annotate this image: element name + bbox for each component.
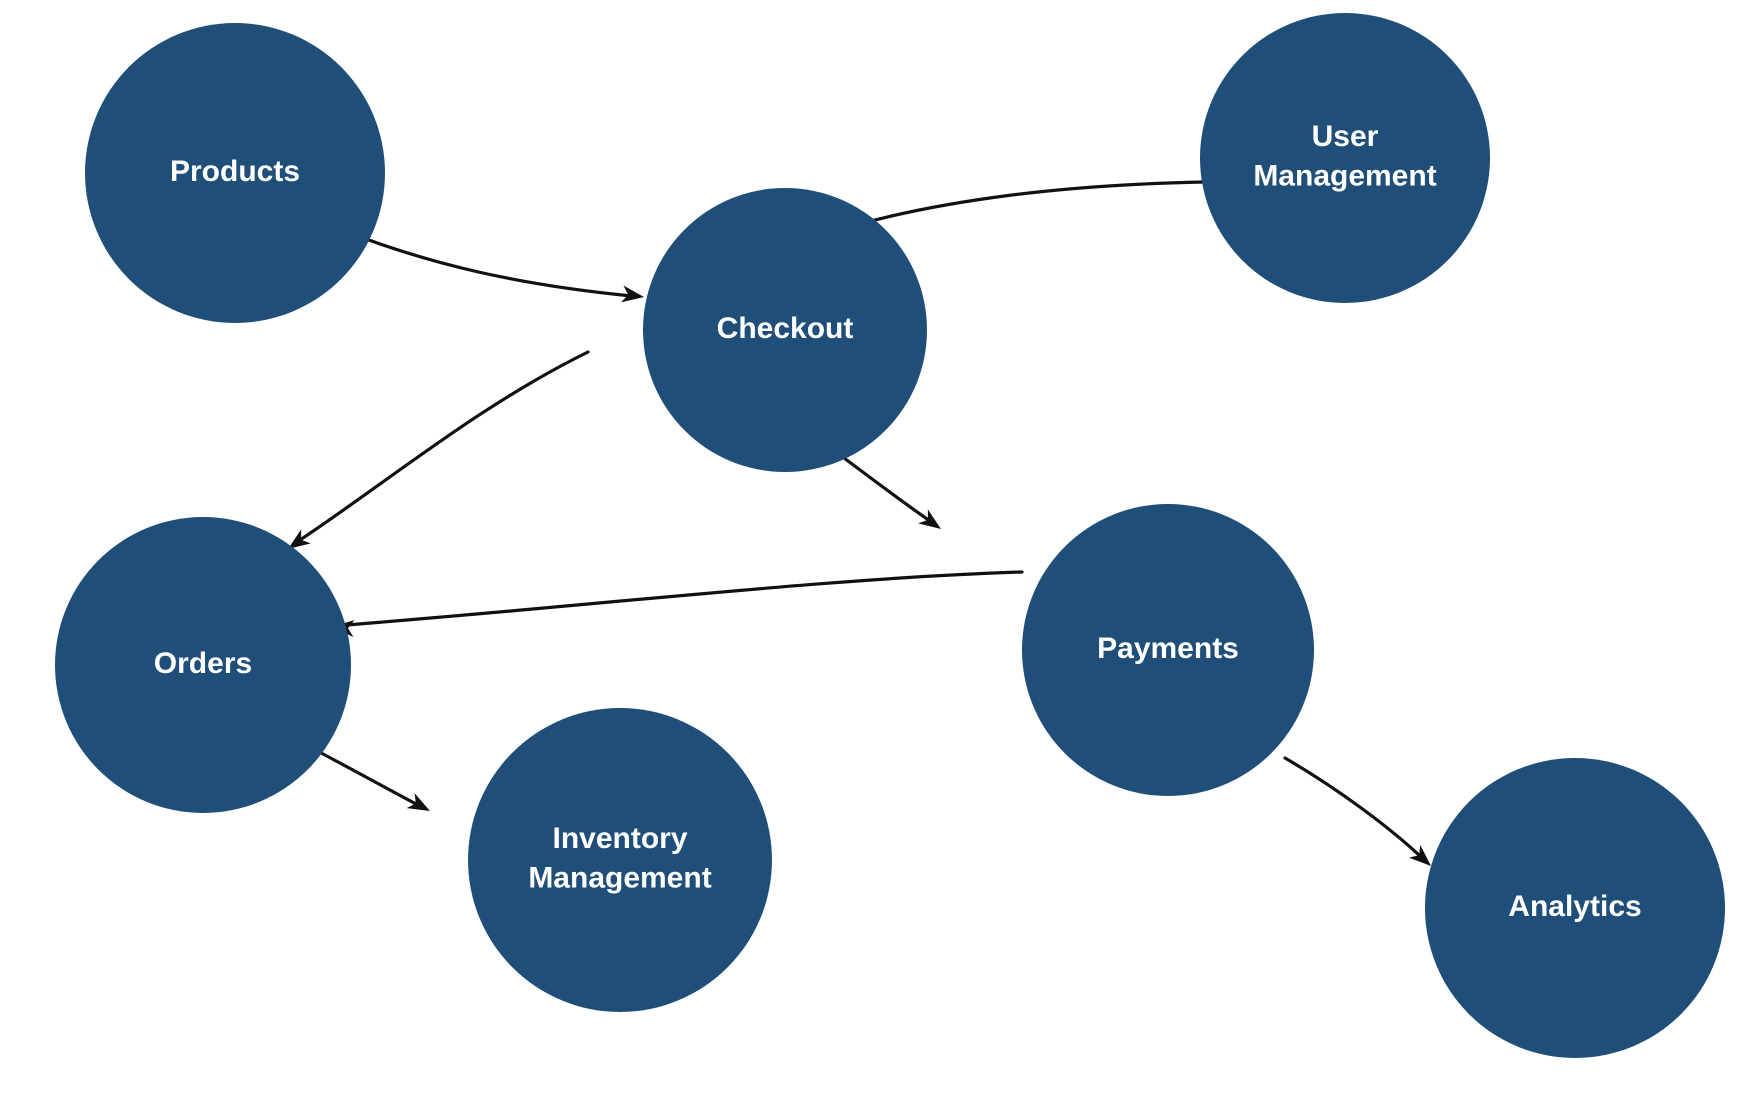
node-label: Management [528,862,711,895]
node-label: Checkout [717,312,854,345]
edge-payments-orders [332,570,1024,638]
node-label: Products [170,155,300,188]
arrowhead-icon [621,285,644,303]
node-circle[interactable] [643,188,927,472]
node-label: Inventory [552,822,687,855]
node-label: Management [1253,160,1436,193]
node-circle[interactable] [1425,758,1725,1058]
arrowhead-icon [406,793,430,811]
node-circle[interactable] [1022,504,1314,796]
arrowhead-icon [288,529,311,549]
node-products[interactable]: Products [85,23,385,323]
node-circle[interactable] [85,23,385,323]
node-payments[interactable]: Payments [1022,504,1314,796]
edge-line [1283,756,1422,858]
edge-checkout-orders [288,350,590,549]
edge-line [298,350,590,542]
node-checkout[interactable]: Checkout [643,188,927,472]
edges-layer [281,180,1431,866]
node-label: Orders [154,647,252,680]
node-label: User [1312,120,1379,153]
edge-payments-analytics [1283,756,1431,866]
node-label: Analytics [1508,890,1641,923]
edge-user-management-checkout [836,180,1205,232]
arrowhead-icon [918,509,941,529]
edge-line [335,226,634,298]
node-circle[interactable] [468,708,772,1012]
edge-line [846,180,1205,229]
arrowhead-icon [1408,844,1431,866]
node-label: Payments [1097,632,1239,665]
edge-products-checkout [335,226,644,303]
node-orders[interactable]: Orders [55,517,351,813]
node-analytics[interactable]: Analytics [1425,758,1725,1058]
node-circle[interactable] [55,517,351,813]
node-circle[interactable] [1200,13,1490,303]
edge-line [344,570,1024,627]
